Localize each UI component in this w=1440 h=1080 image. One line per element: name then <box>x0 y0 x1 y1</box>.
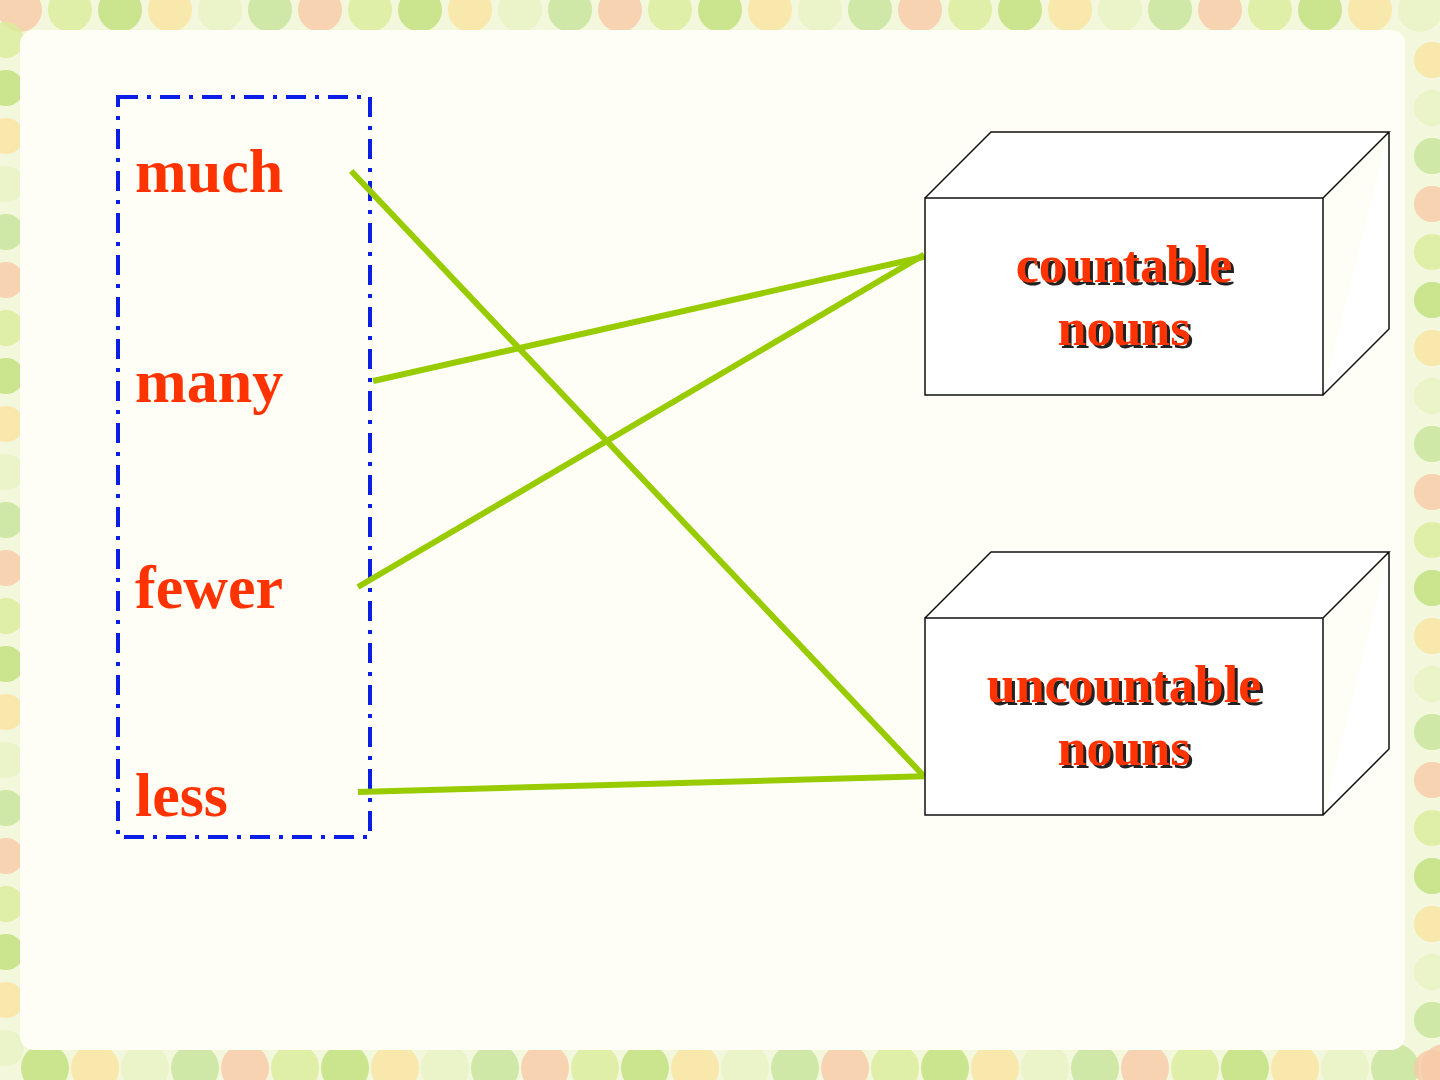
box-label: uncountable nouns <box>987 654 1262 779</box>
box-outline <box>924 197 1324 396</box>
noun-box: uncountable nouns <box>924 617 1324 816</box>
quantifier-label: less <box>135 761 228 829</box>
match-line <box>351 171 924 776</box>
box-outline <box>924 617 1324 816</box>
match-line <box>373 257 924 381</box>
quantifier-label: many <box>135 347 283 415</box>
quantifier-word: many <box>135 350 283 412</box>
match-line <box>358 776 924 792</box>
quantifier-word: less <box>135 764 228 826</box>
quantifier-word: fewer <box>135 556 283 618</box>
dashed-frame <box>118 97 370 837</box>
inner-panel <box>20 30 1405 1050</box>
quantifier-label: much <box>135 137 283 205</box>
quantifier-word: much <box>135 140 283 202</box>
box-label: countable nouns <box>1016 234 1233 359</box>
noun-box: countable nouns <box>924 197 1324 396</box>
match-line <box>358 255 924 587</box>
quantifier-label: fewer <box>135 553 283 621</box>
